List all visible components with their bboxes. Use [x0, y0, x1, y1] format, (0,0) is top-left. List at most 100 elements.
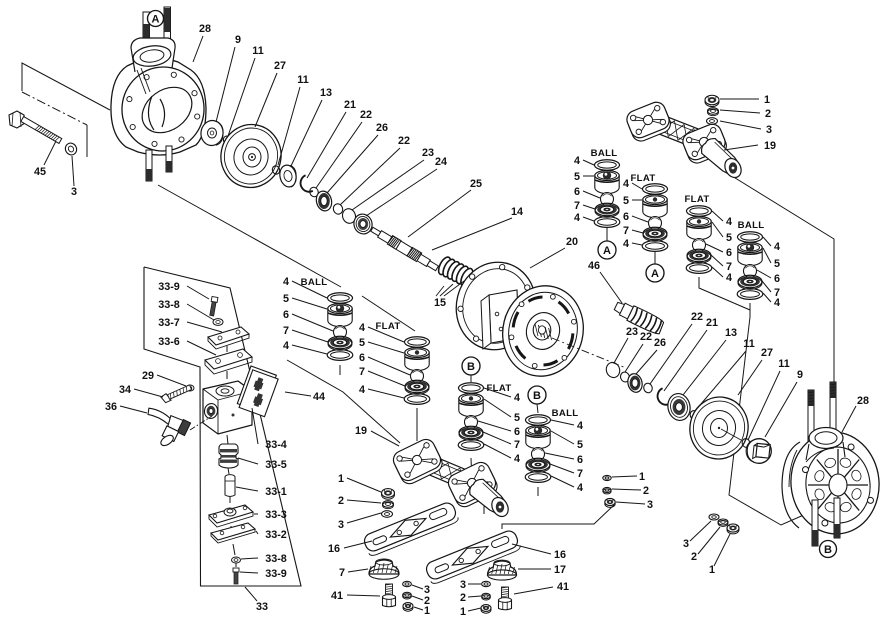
- svg-text:7: 7: [726, 261, 732, 273]
- svg-text:2: 2: [424, 595, 430, 607]
- svg-text:33-8: 33-8: [158, 299, 180, 311]
- svg-text:16: 16: [328, 543, 340, 555]
- svg-text:27: 27: [274, 60, 286, 72]
- svg-text:7: 7: [339, 567, 345, 579]
- svg-text:33-2: 33-2: [265, 529, 287, 541]
- svg-text:4: 4: [283, 340, 289, 352]
- svg-text:9: 9: [797, 369, 803, 381]
- svg-text:33-8: 33-8: [265, 553, 287, 565]
- svg-text:BALL: BALL: [301, 277, 328, 288]
- svg-text:2: 2: [460, 592, 466, 604]
- svg-text:6: 6: [514, 426, 520, 438]
- svg-text:6: 6: [623, 211, 629, 223]
- svg-text:5: 5: [283, 293, 289, 305]
- svg-text:FLAT: FLAT: [685, 194, 710, 205]
- svg-text:FLAT: FLAT: [631, 173, 656, 184]
- svg-text:28: 28: [199, 23, 211, 35]
- svg-text:6: 6: [774, 273, 780, 285]
- svg-text:28: 28: [857, 395, 869, 407]
- svg-text:9: 9: [235, 34, 241, 46]
- svg-text:11: 11: [778, 358, 789, 370]
- svg-text:3: 3: [647, 499, 653, 511]
- svg-text:1: 1: [639, 471, 645, 483]
- svg-text:B: B: [467, 361, 475, 373]
- svg-text:BALL: BALL: [738, 220, 765, 231]
- svg-text:23: 23: [422, 147, 434, 159]
- svg-text:3: 3: [338, 519, 344, 531]
- svg-text:11: 11: [743, 338, 754, 350]
- svg-text:BALL: BALL: [591, 148, 618, 159]
- svg-text:4: 4: [623, 238, 629, 250]
- svg-text:24: 24: [435, 156, 447, 168]
- svg-text:6: 6: [577, 454, 583, 466]
- svg-text:6: 6: [574, 186, 580, 198]
- svg-text:41: 41: [557, 581, 569, 593]
- svg-text:A: A: [603, 245, 611, 257]
- svg-text:5: 5: [574, 171, 580, 183]
- svg-text:5: 5: [359, 337, 365, 349]
- svg-text:11: 11: [297, 74, 308, 86]
- svg-text:33-6: 33-6: [158, 336, 180, 348]
- svg-text:7: 7: [514, 439, 520, 451]
- svg-text:17: 17: [554, 564, 566, 576]
- svg-text:6: 6: [359, 352, 365, 364]
- svg-text:7: 7: [359, 366, 365, 378]
- svg-text:4: 4: [574, 155, 580, 167]
- svg-text:4: 4: [774, 241, 780, 253]
- svg-text:6: 6: [283, 309, 289, 321]
- svg-text:FLAT: FLAT: [487, 383, 512, 394]
- svg-text:5: 5: [726, 232, 732, 244]
- svg-text:4: 4: [577, 420, 583, 432]
- svg-text:33-9: 33-9: [158, 281, 180, 293]
- svg-text:33-7: 33-7: [158, 317, 180, 329]
- svg-text:22: 22: [360, 109, 372, 121]
- svg-text:44: 44: [313, 391, 325, 403]
- svg-text:A: A: [152, 13, 160, 25]
- svg-text:4: 4: [514, 392, 520, 404]
- svg-text:33-3: 33-3: [265, 509, 287, 521]
- svg-text:3: 3: [766, 124, 772, 136]
- svg-text:6: 6: [726, 247, 732, 259]
- svg-text:33-9: 33-9: [265, 568, 287, 580]
- svg-text:4: 4: [726, 216, 732, 228]
- svg-text:4: 4: [623, 178, 629, 190]
- svg-text:B: B: [824, 544, 832, 556]
- svg-text:33-4: 33-4: [265, 439, 287, 451]
- svg-text:7: 7: [774, 287, 780, 299]
- svg-text:33: 33: [256, 601, 268, 613]
- svg-text:FLAT: FLAT: [376, 321, 401, 332]
- svg-text:2: 2: [765, 108, 771, 120]
- svg-text:29: 29: [142, 370, 154, 382]
- svg-text:1: 1: [460, 606, 466, 618]
- svg-text:4: 4: [514, 453, 520, 465]
- svg-text:A: A: [651, 268, 659, 280]
- svg-text:7: 7: [577, 468, 583, 480]
- svg-text:1: 1: [424, 605, 430, 617]
- svg-text:7: 7: [283, 325, 289, 337]
- svg-text:26: 26: [376, 122, 388, 134]
- svg-text:5: 5: [514, 412, 520, 424]
- svg-text:3: 3: [683, 538, 689, 550]
- svg-text:33-5: 33-5: [265, 459, 287, 471]
- svg-text:23: 23: [626, 326, 638, 338]
- svg-text:11: 11: [252, 45, 263, 57]
- svg-text:46: 46: [588, 260, 600, 272]
- svg-text:1: 1: [764, 94, 770, 106]
- svg-text:13: 13: [320, 87, 332, 99]
- svg-text:21: 21: [706, 317, 718, 329]
- svg-text:B: B: [533, 390, 541, 402]
- svg-text:26: 26: [654, 337, 666, 349]
- svg-text:4: 4: [577, 482, 583, 494]
- svg-text:22: 22: [691, 311, 703, 323]
- svg-text:41: 41: [331, 590, 343, 602]
- svg-text:5: 5: [623, 195, 629, 207]
- svg-text:3: 3: [460, 579, 466, 591]
- svg-text:22: 22: [398, 135, 410, 147]
- svg-text:33-1: 33-1: [265, 486, 287, 498]
- svg-text:2: 2: [338, 495, 344, 507]
- svg-text:4: 4: [359, 322, 365, 334]
- svg-text:1: 1: [709, 564, 715, 576]
- svg-text:21: 21: [344, 99, 356, 111]
- svg-text:4: 4: [574, 212, 580, 224]
- svg-text:7: 7: [623, 225, 629, 237]
